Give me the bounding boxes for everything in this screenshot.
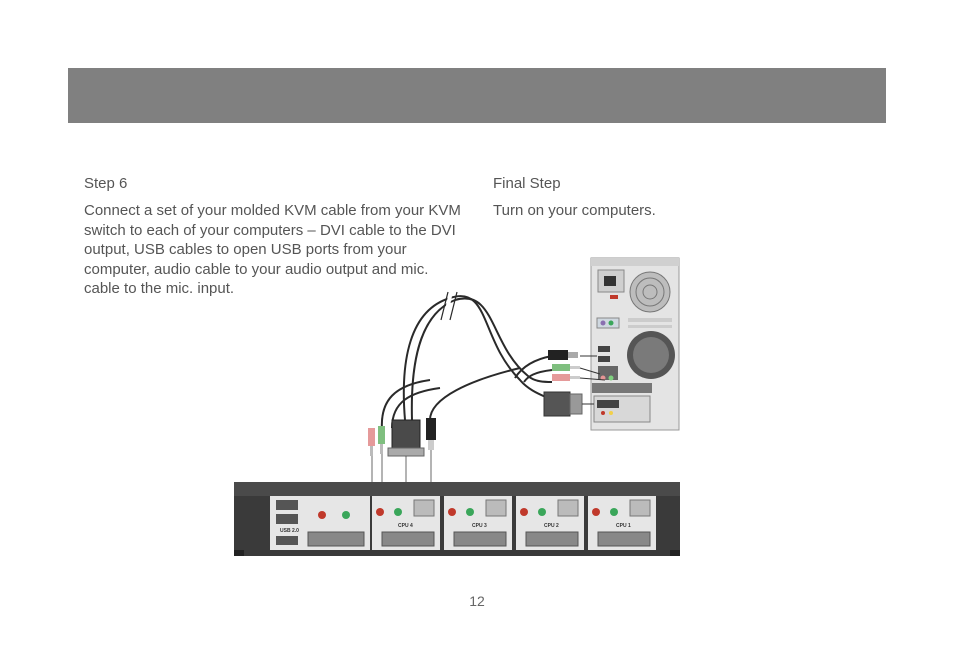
cpu3-label: CPU 3 [472,523,487,529]
kvm-cable-bundle [380,291,553,431]
computer-tower-illustration [590,257,680,431]
computer-side-connectors [543,350,606,417]
cpu4-port-group: CPU 4 [372,496,440,550]
final-step-instructions: Turn on your computers. [493,202,656,219]
cpu1-port-group: CPU 1 [588,496,656,550]
step6-instructions: Connect a set of your molded KVM cable f… [84,202,461,297]
step6-title: Step 6 [84,175,128,192]
cpu3-port-group: CPU 3 [444,496,512,550]
usb-label: USB 2.0 [280,528,299,534]
kvm-switch-illustration: USB 2.0 CPU 4 CPU 3 CPU 2 [234,482,680,556]
cpu2-port-group: CPU 2 [516,496,584,550]
cpu4-label: CPU 4 [398,523,413,529]
kvm-side-connectors [368,418,436,520]
header-bar [68,68,886,123]
final-step-title: Final Step [493,175,561,192]
cpu2-label: CPU 2 [544,523,559,529]
page-number: 12 [469,593,485,609]
cpu1-label: CPU 1 [616,523,631,529]
